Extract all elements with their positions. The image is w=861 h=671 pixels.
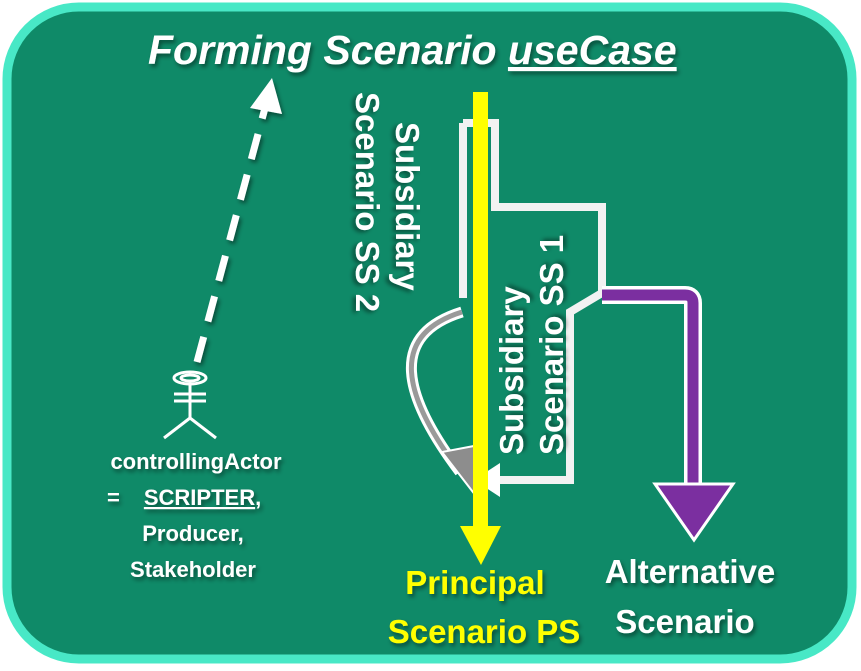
- principal-arrowhead-icon: [460, 526, 501, 565]
- ss1-label-line2: Scenario SS 1: [533, 235, 570, 455]
- actor-equals: =: [107, 485, 120, 510]
- actor-description: controllingActor = SCRIPTER, Producer, St…: [107, 449, 282, 582]
- alternative-scenario-arrow: [602, 286, 736, 543]
- principal-label-line2: Scenario PS: [388, 613, 581, 650]
- ss1-label: Subsidiary Scenario SS 1: [493, 235, 570, 455]
- principal-label-line1: Principal: [405, 564, 544, 601]
- title-prefix: Forming Scenario: [148, 27, 508, 73]
- ss2-label: Subsidiary Scenario SS 2: [349, 92, 426, 312]
- alternative-label-line1: Alternative: [605, 553, 776, 590]
- alternative-arrowhead-icon: [652, 482, 736, 543]
- actor-role-tertiary: Stakeholder: [130, 557, 256, 582]
- diagram-title: Forming Scenario useCase: [148, 27, 677, 73]
- actor-role-line: = SCRIPTER,: [107, 485, 261, 510]
- actor-stick-figure-icon: [163, 370, 217, 440]
- ss1-label-line1: Subsidiary: [493, 286, 530, 455]
- alternative-label: Alternative Scenario: [605, 553, 776, 640]
- actor-role-primary: SCRIPTER: [144, 485, 255, 510]
- title-usecase: useCase: [508, 27, 677, 73]
- actor-dashed-arrow: [193, 78, 282, 363]
- actor-role-comma: ,: [255, 485, 261, 510]
- alternative-label-line2: Scenario: [615, 603, 754, 640]
- actor-role-secondary: Producer,: [142, 521, 243, 546]
- ss2-label-line1: Subsidiary: [389, 122, 426, 291]
- ss2-label-line2: Scenario SS 2: [349, 92, 386, 312]
- principal-scenario-arrow: [460, 92, 501, 565]
- actor-arrowhead-icon: [250, 78, 282, 114]
- actor-name: controllingActor: [110, 449, 282, 474]
- principal-label: Principal Scenario PS: [388, 564, 581, 650]
- subsidiary-ss2-arrow: [406, 306, 478, 500]
- subsidiary-ss1-path: [463, 119, 606, 484]
